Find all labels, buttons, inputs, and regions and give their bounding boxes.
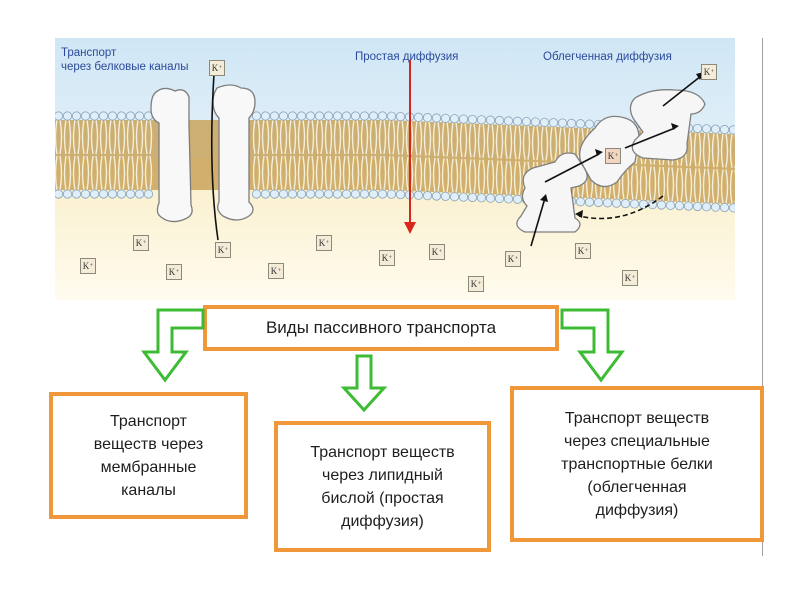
arrow-left-icon — [141, 308, 205, 383]
potassium-ion: K+ — [215, 242, 231, 258]
potassium-ion: K+ — [505, 251, 521, 267]
potassium-ion: K+ — [468, 276, 484, 292]
branch-box-simple-diffusion: Транспорт веществ через липидный бислой … — [274, 421, 491, 552]
potassium-ion: K+ — [575, 243, 591, 259]
branch-box-channels: Транспорт веществ через мембранные канал… — [49, 392, 248, 519]
simple-diffusion-arrow — [404, 60, 416, 234]
branch-text: Транспорт веществ через липидный бислой … — [310, 443, 455, 530]
potassium-ion: K+ — [605, 148, 621, 164]
potassium-ion: K+ — [268, 263, 284, 279]
potassium-ion: K+ — [429, 244, 445, 260]
label-facilitated-diffusion: Облегченная диффузия — [543, 51, 672, 63]
potassium-ion: K+ — [316, 235, 332, 251]
label-simple-diffusion: Простая диффузия — [355, 51, 459, 63]
carrier-protein — [516, 89, 706, 233]
membrane-drawing — [55, 38, 735, 300]
vertical-divider — [762, 38, 763, 556]
potassium-ion: K+ — [166, 264, 182, 280]
potassium-ion: K+ — [209, 60, 225, 76]
branch-box-facilitated-diffusion: Транспорт веществ через специальные тран… — [510, 386, 764, 542]
potassium-ion: K+ — [133, 235, 149, 251]
potassium-ion: K+ — [701, 64, 717, 80]
channel-protein — [150, 84, 256, 223]
arrow-right-icon — [560, 308, 625, 383]
membrane-illustration: Транспорт через белковые каналы Простая … — [55, 38, 735, 300]
branch-text: Транспорт веществ через мембранные канал… — [93, 412, 204, 499]
potassium-ion: K+ — [379, 250, 395, 266]
potassium-ion: K+ — [80, 258, 96, 274]
label-protein-channels: Транспорт через белковые каналы — [61, 47, 189, 73]
potassium-ion: K+ — [622, 270, 638, 286]
root-box-text: Виды пассивного транспорта — [265, 318, 497, 337]
branch-text: Транспорт веществ через специальные тран… — [561, 409, 713, 519]
arrow-center-icon — [340, 354, 388, 413]
root-box: Виды пассивного транспорта — [203, 305, 559, 351]
transport-arrows — [210, 73, 702, 247]
